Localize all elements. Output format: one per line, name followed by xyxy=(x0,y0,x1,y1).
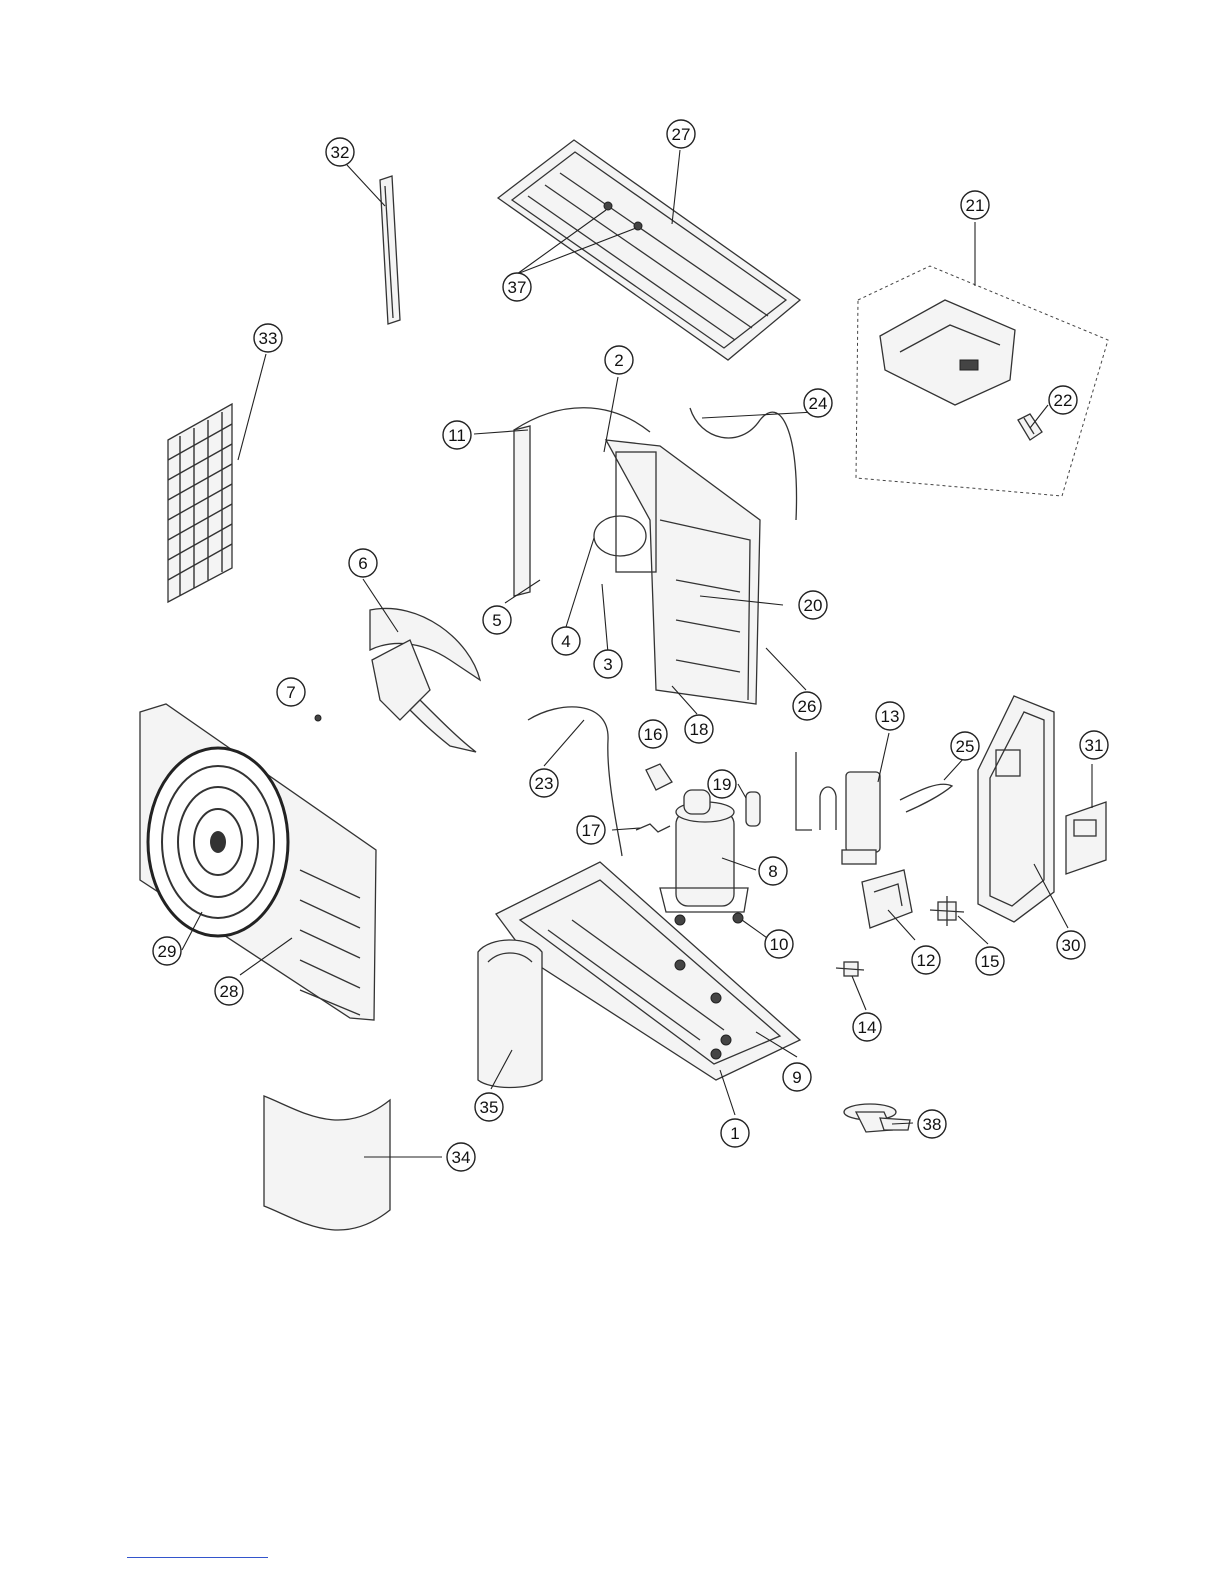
callout-2: 2 xyxy=(605,346,633,374)
callout-label: 21 xyxy=(966,196,985,215)
callout-38: 38 xyxy=(918,1110,946,1138)
callout-26: 26 xyxy=(793,692,821,720)
callout-label: 26 xyxy=(798,697,817,716)
callout-15: 15 xyxy=(976,947,1004,975)
part-32-side-rail xyxy=(380,176,400,324)
callout-label: 13 xyxy=(881,707,900,726)
part-13-valve-assembly xyxy=(796,752,880,864)
callout-13: 13 xyxy=(876,702,904,730)
callout-label: 10 xyxy=(770,935,789,954)
footer-rule xyxy=(127,1557,268,1558)
part-35-curved-panel xyxy=(478,940,542,1088)
callout-7: 7 xyxy=(277,678,305,706)
part-16-component xyxy=(646,764,672,790)
part-27-top-cover xyxy=(498,140,800,360)
callout-28: 28 xyxy=(215,977,243,1005)
callout-16: 16 xyxy=(639,720,667,748)
callout-22: 22 xyxy=(1049,386,1077,414)
part-34-shield xyxy=(264,1096,390,1230)
callout-21: 21 xyxy=(961,191,989,219)
callout-24: 24 xyxy=(804,389,832,417)
callout-12: 12 xyxy=(912,946,940,974)
callout-label: 34 xyxy=(452,1148,471,1167)
part-19-capacitor xyxy=(746,792,760,826)
callout-10: 10 xyxy=(765,930,793,958)
callout-label: 5 xyxy=(492,611,501,630)
callout-6: 6 xyxy=(349,549,377,577)
callout-20: 20 xyxy=(799,591,827,619)
callout-label: 14 xyxy=(858,1018,877,1037)
callout-label: 28 xyxy=(220,982,239,1001)
callout-32: 32 xyxy=(326,138,354,166)
callout-1: 1 xyxy=(721,1119,749,1147)
part-31-cover-plate xyxy=(1066,802,1106,874)
callout-label: 3 xyxy=(603,655,612,674)
callout-27: 27 xyxy=(667,120,695,148)
callout-label: 4 xyxy=(561,632,570,651)
callout-label: 2 xyxy=(614,351,623,370)
callout-label: 33 xyxy=(259,329,278,348)
part-25-wire-tie xyxy=(900,784,952,812)
callout-label: 20 xyxy=(804,596,823,615)
callout-8: 8 xyxy=(759,857,787,885)
callout-9: 9 xyxy=(783,1063,811,1091)
callout-label: 32 xyxy=(331,143,350,162)
callout-29: 29 xyxy=(153,937,181,965)
callout-19: 19 xyxy=(708,770,736,798)
callout-label: 8 xyxy=(768,862,777,881)
part-11-condenser xyxy=(514,408,760,704)
callout-23: 23 xyxy=(530,769,558,797)
callout-5: 5 xyxy=(483,606,511,634)
callout-label: 19 xyxy=(713,775,732,794)
callout-17: 17 xyxy=(577,816,605,844)
part-14-valve xyxy=(836,962,864,976)
callout-label: 18 xyxy=(690,720,709,739)
callout-34: 34 xyxy=(447,1143,475,1171)
callout-33: 33 xyxy=(254,324,282,352)
part-6-fan-blade xyxy=(370,608,480,752)
callout-label: 37 xyxy=(508,278,527,297)
callout-label: 11 xyxy=(448,426,466,445)
callout-label: 31 xyxy=(1085,736,1104,755)
part-29-fan-guard xyxy=(148,748,288,936)
part-17-clip xyxy=(636,824,670,832)
callout-label: 24 xyxy=(809,394,828,413)
callout-label: 30 xyxy=(1062,936,1081,955)
callout-label: 38 xyxy=(923,1115,942,1134)
callout-label: 29 xyxy=(158,942,177,961)
part-21-control-box xyxy=(856,266,1108,496)
callout-label: 17 xyxy=(582,821,601,840)
callout-label: 27 xyxy=(672,125,691,144)
part-8-compressor xyxy=(660,790,748,912)
callout-label: 16 xyxy=(644,725,663,744)
callout-label: 22 xyxy=(1054,391,1073,410)
part-33-rear-grille xyxy=(168,404,232,602)
callout-label: 35 xyxy=(480,1098,499,1117)
callout-3: 3 xyxy=(594,650,622,678)
callout-4: 4 xyxy=(552,627,580,655)
callout-11: 11 xyxy=(443,421,471,449)
callout-31: 31 xyxy=(1080,731,1108,759)
callout-label: 23 xyxy=(535,774,554,793)
callout-30: 30 xyxy=(1057,931,1085,959)
part-15-valve xyxy=(930,896,964,926)
part-10-grommets xyxy=(675,913,743,925)
callout-35: 35 xyxy=(475,1093,503,1121)
callout-25: 25 xyxy=(951,732,979,760)
part-7-nut xyxy=(315,715,321,721)
part-38-drain-fitting xyxy=(844,1104,910,1132)
callout-label: 9 xyxy=(792,1068,801,1087)
part-12-plate xyxy=(862,870,912,928)
callout-14: 14 xyxy=(853,1013,881,1041)
callout-label: 12 xyxy=(917,951,936,970)
part-30-side-panel xyxy=(978,696,1054,922)
callout-label: 15 xyxy=(981,952,1000,971)
callout-37: 37 xyxy=(503,273,531,301)
callout-label: 1 xyxy=(730,1124,739,1143)
callout-label: 6 xyxy=(358,554,367,573)
callout-18: 18 xyxy=(685,715,713,743)
callout-label: 7 xyxy=(286,683,295,702)
callout-label: 25 xyxy=(956,737,975,756)
